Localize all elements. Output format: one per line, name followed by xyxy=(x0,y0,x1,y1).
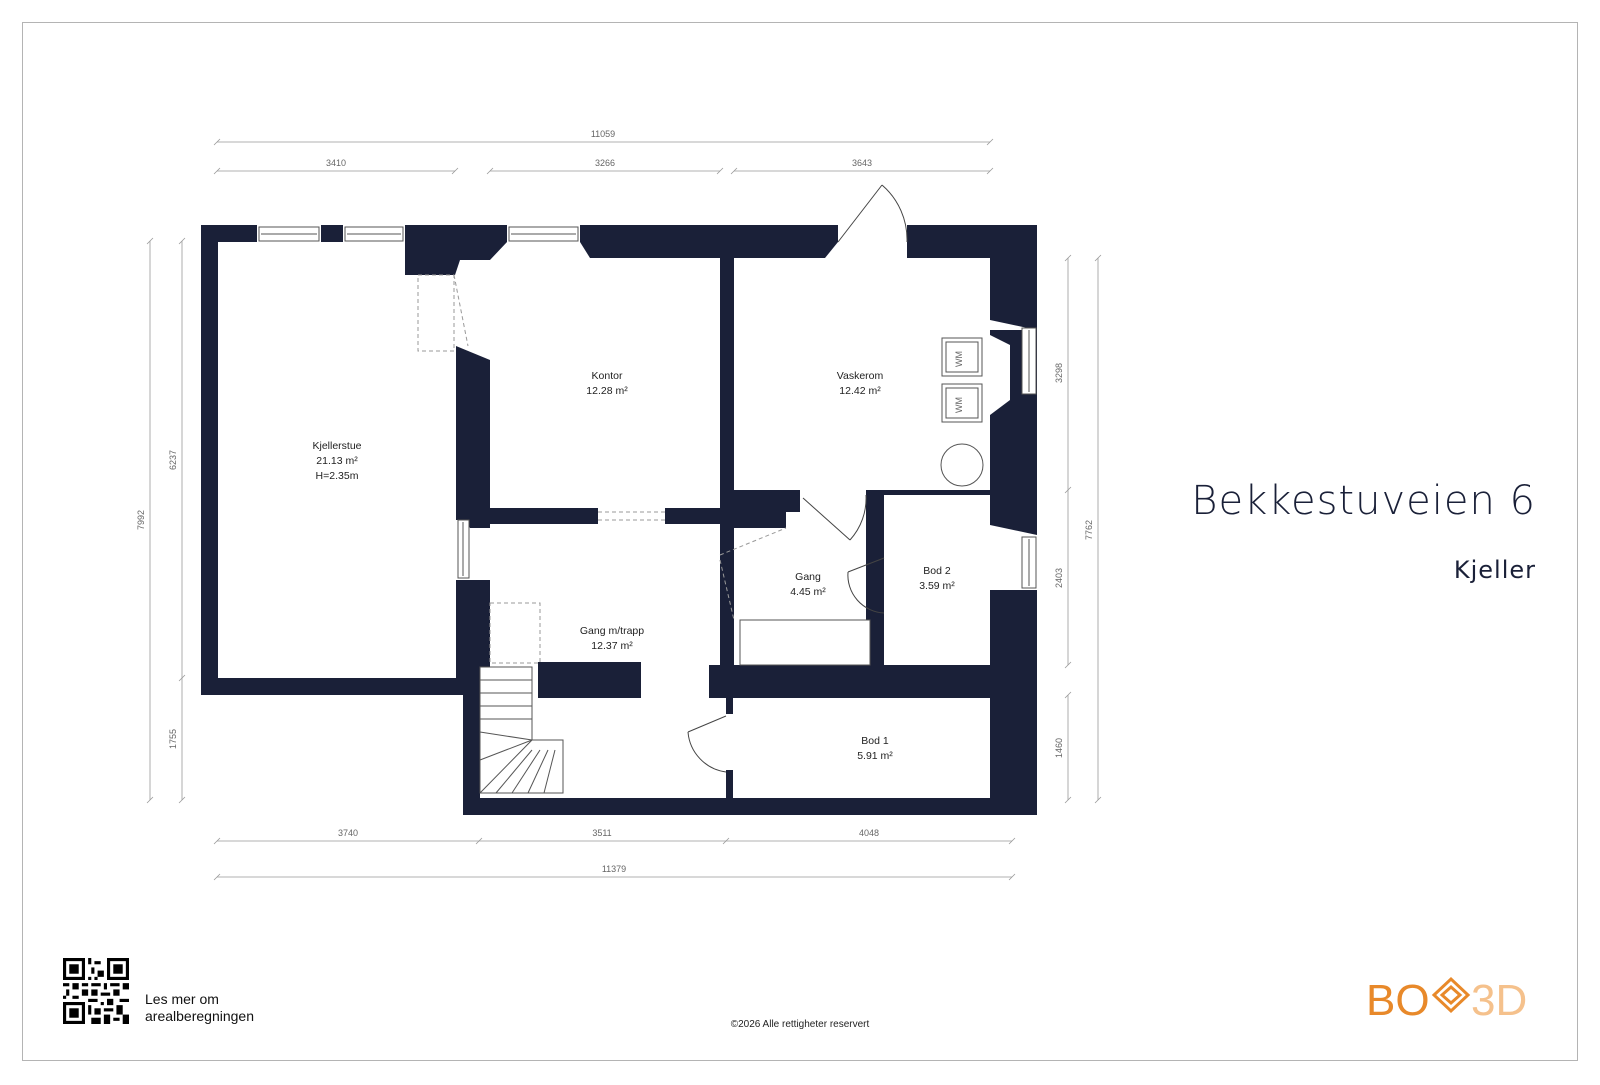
dim-right-1: 3298 xyxy=(1054,363,1064,383)
room-name-gang-trapp: Gang m/trapp xyxy=(580,625,644,637)
page-frame xyxy=(22,22,1578,1061)
room-name-kontor: Kontor xyxy=(592,370,623,382)
dim-top-total: 11059 xyxy=(591,129,615,139)
property-title: Bekkestuveien 6 xyxy=(1191,478,1536,524)
room-area-kontor: 12.28 m² xyxy=(586,385,628,397)
room-name-vaskerom: Vaskerom xyxy=(837,370,884,382)
room-area-vaskerom: 12.42 m² xyxy=(839,385,881,397)
room-name-bod1: Bod 1 xyxy=(861,735,889,747)
room-area-gang-trapp: 12.37 m² xyxy=(591,640,633,652)
dim-top-2: 3266 xyxy=(595,158,615,168)
dimension-lines xyxy=(149,141,1099,878)
qr-caption-line-2: arealberegningen xyxy=(145,1008,254,1024)
dim-left-1: 6237 xyxy=(168,450,178,470)
bo3d-logo: BO 3D xyxy=(1366,976,1527,1023)
room-name-gang: Gang xyxy=(795,571,821,583)
qr-caption: Les mer om arealberegningen xyxy=(145,991,254,1025)
dim-right-2: 2403 xyxy=(1054,568,1064,588)
qr-caption-line-1: Les mer om xyxy=(145,991,219,1007)
dim-bottom-1: 3740 xyxy=(338,828,358,838)
dim-bottom-3: 4048 xyxy=(859,828,879,838)
fixtures xyxy=(739,337,984,666)
dim-bottom-total: 11379 xyxy=(602,864,626,874)
room-height-kjellerstue: H=2.35m xyxy=(316,470,359,482)
room-labels: Kjellerstue 21.13 m² H=2.35m Kontor 12.2… xyxy=(312,370,955,762)
room-area-gang: 4.45 m² xyxy=(790,586,826,598)
dimension-values: 11059 3410 3266 3643 3740 3511 4048 1137… xyxy=(136,129,1094,874)
dim-left-total: 7992 xyxy=(136,510,146,530)
room-name-kjellerstue: Kjellerstue xyxy=(312,440,361,452)
copyright-notice: ©2026 Alle rettigheter reservert xyxy=(730,1019,870,1030)
staircase xyxy=(479,666,564,794)
dim-right-total: 7762 xyxy=(1084,520,1094,540)
windows xyxy=(258,226,1037,589)
dim-right-3: 1460 xyxy=(1054,738,1064,758)
diamond-icon xyxy=(1431,976,1471,1014)
room-area-bod2: 3.59 m² xyxy=(919,580,955,592)
logo-text-bo: BO xyxy=(1366,976,1430,1023)
qr-code-icon[interactable] xyxy=(63,958,129,1024)
logo-text-3d: 3D xyxy=(1471,976,1527,1023)
washer-label-1: WM xyxy=(954,351,964,367)
washer-label-2: WM xyxy=(954,397,964,413)
room-name-bod2: Bod 2 xyxy=(923,565,951,577)
dimension-ticks xyxy=(146,138,1102,881)
openings xyxy=(417,274,787,664)
dim-bottom-2: 3511 xyxy=(592,828,611,838)
dim-left-2: 1755 xyxy=(168,729,178,749)
dim-top-1: 3410 xyxy=(326,158,346,168)
room-area-bod1: 5.91 m² xyxy=(857,750,893,762)
room-area-kjellerstue: 21.13 m² xyxy=(316,455,358,467)
door-swings xyxy=(687,184,908,773)
dim-top-3: 3643 xyxy=(852,158,872,168)
floor-name: Kjeller xyxy=(1453,556,1536,584)
